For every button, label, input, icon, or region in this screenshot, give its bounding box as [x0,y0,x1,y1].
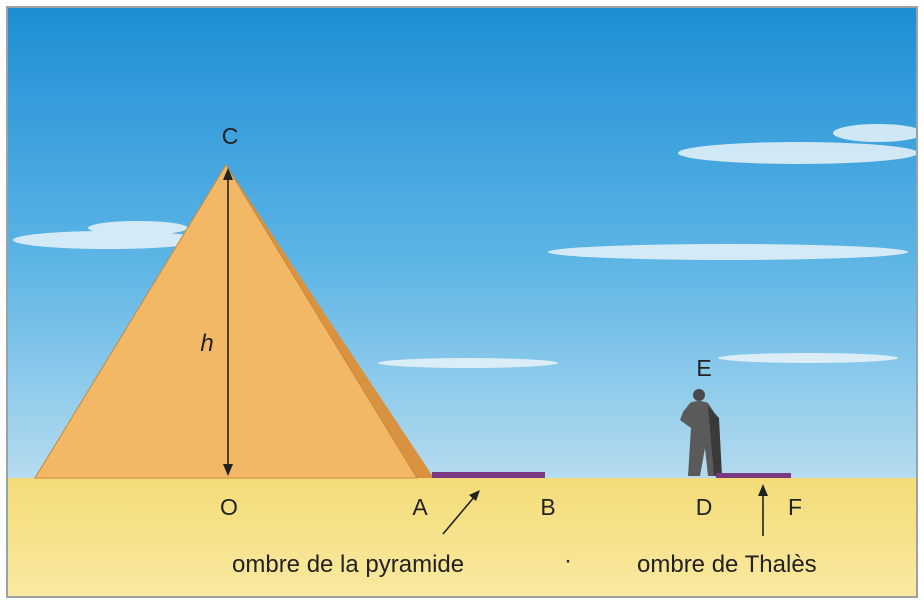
cloud [833,124,916,142]
point-label-d: D [696,494,713,520]
height-arrow [223,168,233,476]
pyramid-side [226,165,434,478]
point-label-b: B [540,494,555,520]
height-label: h [200,330,213,357]
thales-diagram: C h O A B E D F ombre de la pyramide · o… [8,8,916,596]
point-label-c: C [222,123,239,149]
point-label-a: A [412,494,428,520]
cloud [13,231,203,249]
thales-shadow-df [716,473,791,478]
pyramid-shadow-caption-dot: · [564,547,572,574]
cloud [378,358,558,368]
pyramid-shadow-ab [432,472,545,478]
thales-shadow-caption: ombre de Thalès [637,551,817,578]
pyramid-shadow-caption: ombre de la pyramide [232,551,464,578]
cloud [718,353,898,363]
cloud [88,221,188,235]
point-label-e: E [696,355,711,381]
figure-frame: C h O A B E D F ombre de la pyramide · o… [6,6,918,598]
thales-figure [680,389,722,476]
point-label-o: O [220,494,238,520]
pyramid-shadow-pointer [442,490,480,535]
thales-shadow-pointer [758,484,768,536]
point-label-f: F [788,494,802,520]
cloud [548,244,908,260]
pyramid-face [34,164,418,479]
clouds [13,124,916,368]
sand [8,478,916,596]
cloud [678,142,916,164]
